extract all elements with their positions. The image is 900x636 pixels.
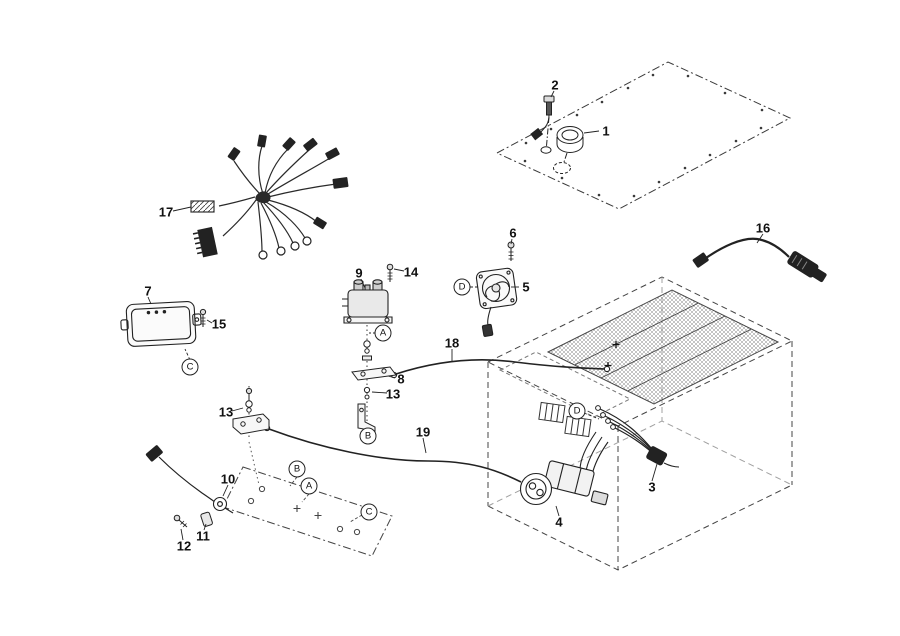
assembly-letter-callout-c: C	[360, 503, 378, 521]
screw-part-12	[173, 514, 188, 528]
assembly-letter-callout-a: A	[374, 324, 392, 342]
panel-hole-dots	[523, 73, 764, 198]
leader-lines	[147, 90, 764, 541]
part-number-label-16: 16	[755, 220, 771, 236]
clamp-cable-part-10	[145, 445, 234, 514]
fan-part-5	[475, 267, 518, 337]
bracket-part-8	[351, 366, 397, 381]
part-number-label-6: 6	[509, 225, 517, 241]
assembly-letter-callout-b: B	[288, 460, 306, 478]
connector-assembly-part-4	[519, 431, 609, 506]
cover-panel-drawing	[495, 61, 792, 210]
solenoid-part-9	[342, 279, 393, 324]
part-number-label-15: 15	[211, 316, 227, 332]
part-number-label-17: 17	[158, 204, 174, 220]
part-number-label-8: 8	[397, 371, 405, 387]
cable-bracket-stack-13	[232, 386, 270, 440]
assembly-letter-callout-b: B	[359, 427, 377, 445]
assembly-letter-callout-a: A	[300, 477, 318, 495]
fuse-blocks	[538, 401, 592, 438]
part-number-label-1: 1	[602, 123, 610, 139]
assembly-letter-callout-d: D	[453, 278, 471, 296]
harness-connectors	[227, 134, 349, 230]
battery-mesh-cover	[546, 289, 780, 405]
mounting-plate-drawing	[222, 441, 393, 557]
harness-round-connectors	[258, 236, 312, 260]
sensor-part-2	[530, 95, 555, 154]
part-number-label-11: 11	[196, 528, 210, 544]
part-number-label-9: 9	[355, 265, 363, 281]
part-number-label-10: 10	[220, 471, 236, 487]
assembly-letter-callout-d: D	[568, 402, 586, 420]
screw-part-6	[507, 241, 515, 261]
harness-comb-connector	[192, 226, 218, 258]
assembly-letter-callout-c: C	[181, 358, 199, 376]
screw-part-14	[386, 263, 394, 282]
part-number-label-14: 14	[403, 264, 419, 280]
harness-part-16	[692, 237, 827, 283]
part-number-label-19: 19	[415, 424, 431, 440]
part-number-label-13: 13	[218, 404, 234, 420]
part-number-label-5: 5	[522, 279, 530, 295]
solenoid-mount-stack	[351, 325, 397, 433]
part-number-label-4: 4	[555, 514, 563, 530]
controller-part-7	[120, 301, 202, 347]
battery-cable-part-3	[595, 405, 680, 468]
mesh-strip-lines	[574, 302, 752, 392]
gauge-part-1	[553, 126, 584, 174]
harness-tag	[190, 200, 215, 213]
part-number-label-2: 2	[551, 77, 559, 93]
wiring-harness-part-17	[190, 134, 349, 260]
part-number-label-13: 13	[385, 386, 401, 402]
part-number-label-12: 12	[176, 538, 192, 554]
spacer-part-11	[200, 511, 213, 527]
part-number-label-7: 7	[144, 283, 152, 299]
part-number-label-3: 3	[648, 479, 656, 495]
screw-part-15	[199, 308, 207, 327]
part-number-label-18: 18	[444, 335, 460, 351]
